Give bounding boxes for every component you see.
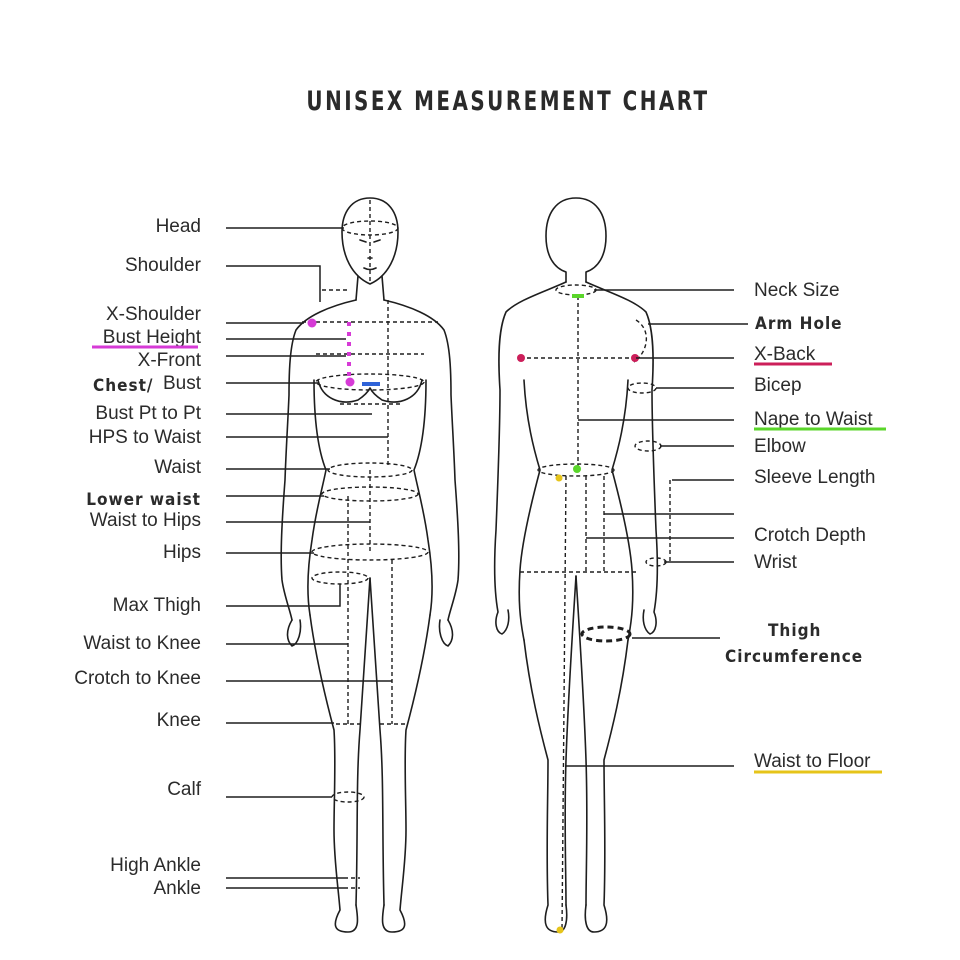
thigh-circumference-marker: [580, 625, 632, 643]
label-shoulder: Shoulder: [124, 255, 201, 276]
label-hips: Hips: [162, 542, 201, 563]
label-calf: Calf: [167, 779, 201, 800]
bust-height-markers: [307, 318, 355, 387]
label-crotch-to-knee: Crotch to Knee: [74, 668, 201, 689]
nape-waist-marker: [573, 465, 581, 473]
label-lower-waist: Lower waist: [86, 490, 201, 510]
left-leader-lines: [226, 227, 392, 889]
label-waist-to-floor: Waist to Floor: [754, 751, 871, 772]
label-waist: Waist: [154, 457, 201, 478]
back-figure: [493, 197, 659, 933]
label-hps-to-waist: HPS to Waist: [88, 427, 201, 448]
label-thigh-circumference: Circumference: [725, 647, 864, 667]
label-high-ankle: High Ankle: [110, 855, 201, 876]
waist-floor-top-marker: [555, 474, 563, 482]
label-waist-to-hips: Waist to Hips: [89, 510, 201, 531]
right-leader-lines: [566, 289, 748, 767]
label-x-shoulder: X-Shoulder: [105, 304, 201, 325]
back-measure-lines: [520, 284, 671, 931]
label-ankle: Ankle: [153, 878, 201, 899]
label-arm-hole: Arm Hole: [755, 314, 843, 334]
waist-floor-bottom-marker: [556, 926, 564, 934]
x-back-right-marker: [631, 354, 639, 362]
front-figure: [280, 197, 460, 933]
x-back-left-marker: [517, 354, 525, 362]
label-bicep: Bicep: [754, 375, 802, 396]
label-thigh: Thigh: [768, 621, 822, 641]
label-chest: Chest/: [93, 376, 154, 396]
label-waist-to-knee: Waist to Knee: [83, 633, 201, 654]
label-sleeve-length: Sleeve Length: [754, 467, 876, 488]
label-max-thigh: Max Thigh: [112, 595, 201, 616]
label-bust: Bust: [162, 373, 201, 394]
label-wrist: Wrist: [754, 552, 797, 573]
label-elbow: Elbow: [754, 436, 806, 457]
label-x-front: X-Front: [137, 350, 201, 371]
label-bust-pt: Bust Pt to Pt: [95, 403, 201, 424]
front-measure-lines: [302, 200, 438, 889]
chart-title: UNISEX MEASUREMENT CHART: [306, 86, 710, 117]
label-crotch-depth: Crotch Depth: [754, 525, 866, 546]
label-bust-height: Bust Height: [102, 327, 201, 348]
label-nape-to-waist: Nape to Waist: [754, 409, 873, 430]
label-x-back: X-Back: [754, 344, 816, 365]
label-knee: Knee: [156, 710, 201, 731]
label-head: Head: [155, 216, 201, 237]
label-neck-size: Neck Size: [754, 280, 840, 301]
